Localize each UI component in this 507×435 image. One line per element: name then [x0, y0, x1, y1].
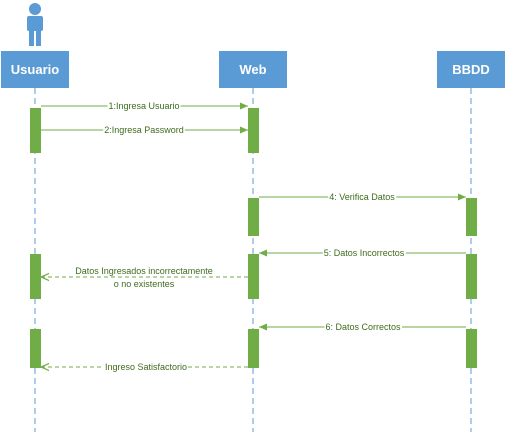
activation-web-3	[248, 254, 259, 299]
message-5-label-line-2: o no existentes	[114, 279, 175, 289]
message-5-label-line-1: Datos Ingresados incorrectamente	[75, 266, 213, 276]
message-2-label: 2:Ingresa Password	[104, 125, 184, 135]
participant-web: Web	[219, 51, 287, 88]
participant-web-box	[219, 51, 287, 88]
activation-web-1	[248, 108, 259, 153]
activation-bbdd-1	[466, 198, 477, 236]
participant-bbdd: BBDD	[437, 51, 505, 88]
activation-usuario-3	[30, 329, 41, 368]
message-4-label: 5: Datos Incorrectos	[324, 248, 405, 258]
message-label-background	[103, 125, 185, 135]
message-label-background	[112, 279, 176, 289]
message-3-label: 4: Verifica Datos	[329, 192, 395, 202]
activation-bbdd-2	[466, 254, 477, 299]
message-label-background	[107, 101, 181, 111]
participant-bbdd-label: BBDD	[452, 62, 490, 77]
message-label-background	[324, 322, 403, 332]
person-icon	[27, 3, 43, 46]
participant-usuario-box	[1, 51, 69, 88]
participant-usuario: Usuario	[1, 51, 69, 88]
messages: 1:Ingresa Usuario 2:Ingresa Password 4: …	[41, 101, 466, 372]
participant-bbdd-box	[437, 51, 505, 88]
message-4: 5: Datos Incorrectos	[259, 248, 466, 258]
message-1: 1:Ingresa Usuario	[41, 101, 248, 111]
message-3: 4: Verifica Datos	[259, 192, 466, 202]
message-6-label: 6: Datos Correctos	[325, 322, 401, 332]
activation-usuario-2	[30, 254, 41, 299]
activation-web-2	[248, 198, 259, 236]
message-2: 2:Ingresa Password	[41, 125, 248, 135]
activation-bars	[30, 108, 477, 368]
message-6: 6: Datos Correctos	[259, 322, 466, 332]
activation-bbdd-3	[466, 329, 477, 368]
participant-web-label: Web	[239, 62, 266, 77]
message-1-label: 1:Ingresa Usuario	[108, 101, 179, 111]
activation-web-4	[248, 329, 259, 368]
message-label-background	[328, 192, 397, 202]
message-label-background	[322, 248, 406, 258]
message-label-background	[103, 362, 189, 372]
message-5: Datos Ingresados incorrectamente o no ex…	[41, 266, 248, 289]
activation-usuario-1	[30, 108, 41, 153]
message-label-background	[74, 266, 214, 276]
message-7: Ingreso Satisfactorio	[41, 362, 248, 372]
message-7-label: Ingreso Satisfactorio	[105, 362, 187, 372]
participant-usuario-label: Usuario	[11, 62, 59, 77]
